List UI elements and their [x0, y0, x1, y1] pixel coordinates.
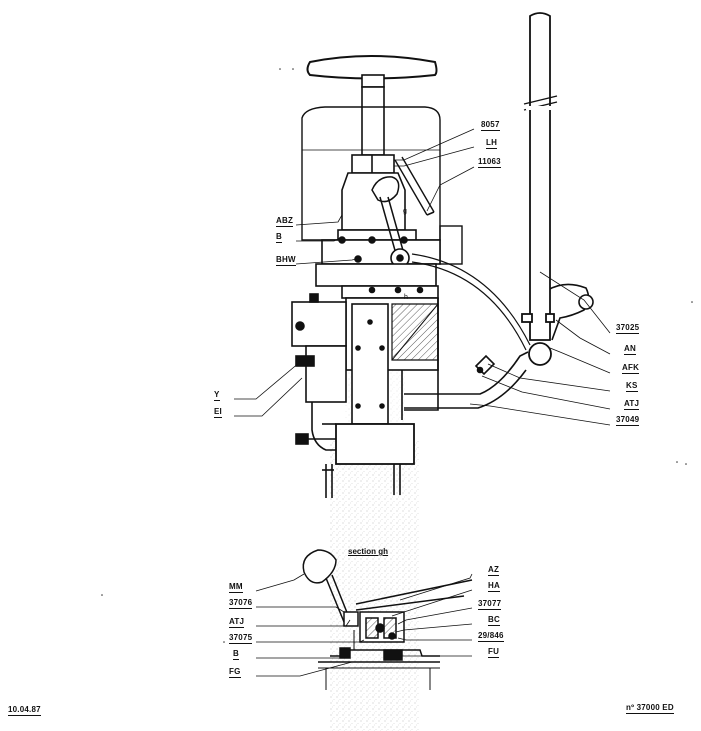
label-37075: 37075	[229, 633, 253, 644]
label-abz: ABZ	[276, 216, 294, 227]
label-fg: FG	[229, 667, 241, 678]
label-az: AZ	[488, 565, 500, 576]
label-29846: 29/846	[478, 631, 504, 642]
marker-g: g	[403, 208, 407, 215]
label-ha: HA	[488, 581, 500, 592]
specks	[101, 68, 693, 643]
label-ks: KS	[626, 381, 638, 392]
marker-h: h	[404, 294, 408, 301]
label-atj-section: ATJ	[229, 617, 245, 628]
label-an: AN	[624, 344, 636, 355]
section-view	[302, 549, 473, 690]
valve-assembly	[291, 55, 594, 498]
label-b-section: B	[233, 649, 239, 660]
label-37076: 37076	[229, 598, 253, 609]
label-atj: ATJ	[624, 399, 640, 410]
label-mm: MM	[229, 582, 243, 593]
label-37049: 37049	[616, 415, 640, 426]
section-title: section gh	[348, 547, 389, 556]
label-11063: 11063	[478, 157, 501, 168]
footer-date: 10.04.87	[8, 705, 41, 716]
label-afk: AFK	[622, 363, 640, 374]
label-bhw: BHW	[276, 255, 296, 266]
label-37077: 37077	[478, 599, 502, 610]
vertical-lever	[521, 12, 558, 366]
label-y: Y	[214, 390, 220, 401]
label-37025: 37025	[616, 323, 640, 334]
label-fu: FU	[488, 647, 500, 658]
section-leader-lines	[255, 573, 473, 677]
label-8057: 8057	[481, 120, 500, 131]
footer-ref: nº 37000 ED	[626, 703, 674, 714]
leader-lines	[234, 128, 611, 426]
label-bc: BC	[488, 615, 500, 626]
label-ei: EI	[214, 407, 222, 418]
label-b: B	[276, 232, 282, 243]
label-lh: LH	[486, 138, 498, 149]
